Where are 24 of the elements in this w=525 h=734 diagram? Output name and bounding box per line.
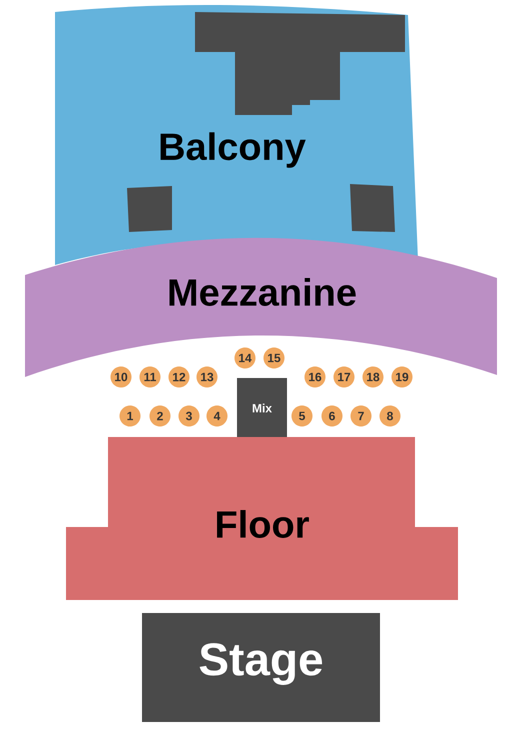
seat-table: 6 bbox=[322, 406, 342, 426]
seat-table: 2 bbox=[150, 406, 170, 426]
seat-table: 3 bbox=[178, 406, 200, 426]
seat-table: 4 bbox=[206, 406, 228, 426]
seating-block bbox=[195, 12, 405, 115]
seat-table: 19 bbox=[392, 366, 412, 388]
seat-table: 8 bbox=[380, 406, 400, 426]
seating-block bbox=[350, 184, 395, 232]
floor-section: Floor bbox=[66, 437, 458, 600]
seating-block bbox=[127, 186, 172, 232]
seat-table: 16 bbox=[304, 366, 326, 388]
seat-table: 18 bbox=[362, 366, 384, 388]
seat-table: 11 bbox=[140, 366, 160, 388]
seat-table: 10 bbox=[110, 366, 132, 388]
seat-table: 1 bbox=[120, 406, 140, 426]
seat-table: 7 bbox=[350, 406, 372, 426]
seat-table: 13 bbox=[196, 366, 218, 388]
stage: Stage bbox=[142, 613, 380, 722]
mix-position: Mix bbox=[237, 378, 287, 437]
seat-table: 12 bbox=[168, 366, 190, 388]
seat-table: 15 bbox=[264, 348, 284, 368]
seat-table: 5 bbox=[292, 406, 312, 426]
seat-table: 17 bbox=[334, 366, 354, 388]
seat-table: 14 bbox=[234, 348, 256, 368]
